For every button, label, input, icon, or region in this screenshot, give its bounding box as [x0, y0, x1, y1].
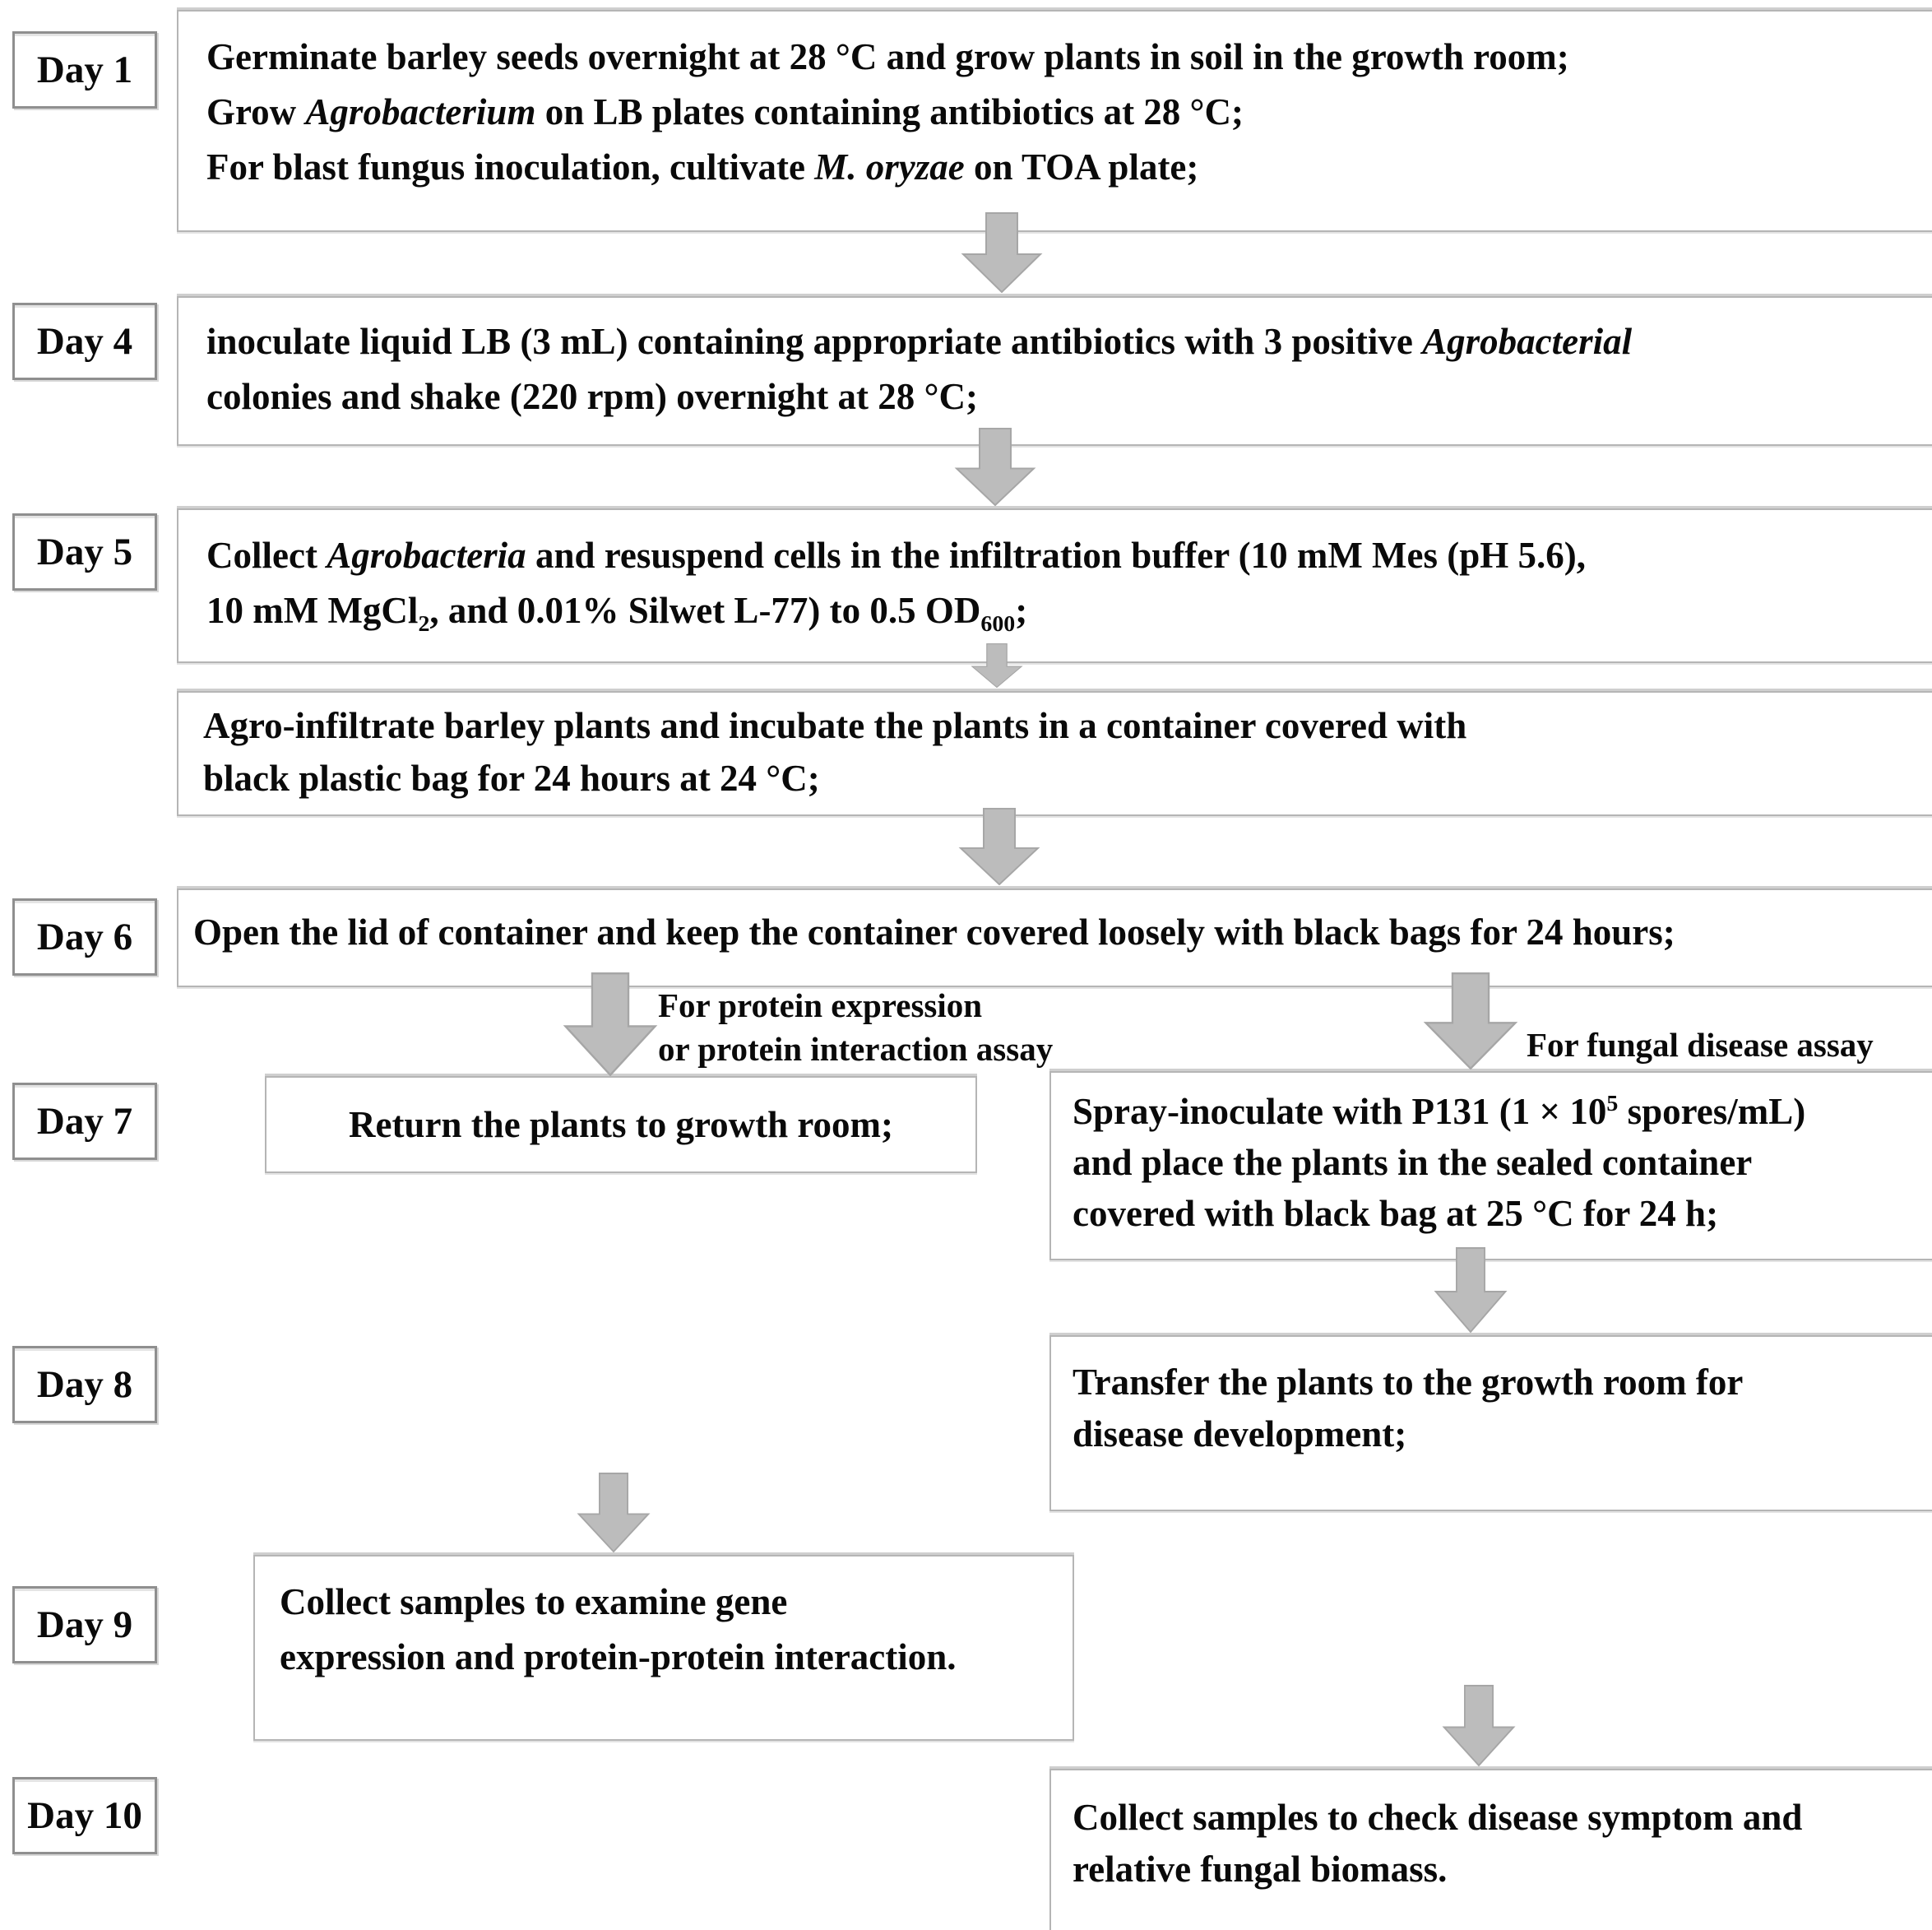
step-box-collect-gene-samples: Collect samples to examine gene expressi…: [253, 1555, 1074, 1741]
down-arrow-day6-to-fungal-branch-icon: [1423, 972, 1518, 1069]
day-label-day10: Day 10: [12, 1777, 157, 1854]
day-label-day8: Day 8: [12, 1346, 157, 1423]
step-text-line: inoculate liquid LB (3 mL) containing ap…: [206, 321, 1633, 362]
step-box-spray-inoculate: Spray-inoculate with P131 (1 × 105 spore…: [1049, 1071, 1932, 1260]
step-text-line: Agro-infiltrate barley plants and incuba…: [203, 705, 1467, 746]
day-label-day9: Day 9: [12, 1586, 157, 1663]
day-label-text: Day 10: [27, 1794, 142, 1837]
day-label-text: Day 4: [36, 320, 133, 363]
step-text-line: expression and protein-protein interacti…: [280, 1636, 957, 1677]
step-box-germinate: Germinate barley seeds overnight at 28 °…: [177, 10, 1932, 232]
day-label-text: Day 8: [36, 1363, 133, 1406]
step-text-line: Open the lid of container and keep the c…: [193, 912, 1675, 953]
step-text-line: Germinate barley seeds overnight at 28 °…: [206, 36, 1569, 77]
step-box-transfer-plants: Transfer the plants to the growth room f…: [1049, 1335, 1932, 1511]
step-text-line: and place the plants in the sealed conta…: [1073, 1142, 1753, 1183]
day-label-day6: Day 6: [12, 898, 157, 976]
day-label-day4: Day 4: [12, 303, 157, 380]
day-label-day5: Day 5: [12, 513, 157, 591]
day-label-day7: Day 7: [12, 1083, 157, 1160]
step-text-line: Collect samples to check disease symptom…: [1073, 1797, 1803, 1838]
step-text-line: covered with black bag at 25 °C for 24 h…: [1073, 1193, 1719, 1234]
branch-label-protein: For protein expression or protein intera…: [658, 984, 1053, 1071]
step-box-collect-disease-samples: Collect samples to check disease symptom…: [1049, 1769, 1932, 1930]
down-arrow-to-day9-icon: [577, 1473, 651, 1552]
day-label-text: Day 1: [36, 49, 133, 91]
step-box-open-lid: Open the lid of container and keep the c…: [177, 888, 1932, 987]
branch-label-fungal: For fungal disease assay: [1527, 1023, 1874, 1067]
day-label-text: Day 9: [36, 1603, 133, 1646]
step-box-agro-infiltrate: Agro-infiltrate barley plants and incuba…: [177, 691, 1932, 816]
step-text-line: colonies and shake (220 rpm) overnight a…: [206, 376, 978, 417]
branch-label-line: For fungal disease assay: [1527, 1026, 1874, 1064]
down-arrow-day4-to-day5-icon: [954, 428, 1036, 506]
down-arrow-spray-to-transfer-icon: [1434, 1247, 1508, 1333]
day-label-text: Day 6: [36, 916, 133, 958]
down-arrow-day5-to-infiltrate-icon: [971, 643, 1023, 688]
step-text-line: Transfer the plants to the growth room f…: [1073, 1362, 1744, 1403]
day-label-text: Day 7: [36, 1100, 133, 1143]
step-text-line: disease development;: [1073, 1413, 1407, 1454]
step-text-line: Collect samples to examine gene: [280, 1581, 788, 1622]
step-text-line: black plastic bag for 24 hours at 24 °C;: [203, 758, 820, 799]
step-text-line: Spray-inoculate with P131 (1 × 105 spore…: [1073, 1091, 1806, 1132]
day-label-text: Day 5: [36, 531, 133, 573]
step-box-collect-agrobacteria: Collect Agrobacteria and resuspend cells…: [177, 508, 1932, 663]
step-text-line: relative fungal biomass.: [1073, 1849, 1448, 1890]
step-box-return-plants: Return the plants to growth room;: [265, 1076, 977, 1173]
step-text-line: 10 mM MgCl2, and 0.01% Silwet L-77) to 0…: [206, 590, 1028, 637]
step-text-line: Grow Agrobacterium on LB plates containi…: [206, 91, 1244, 132]
down-arrow-day6-to-protein-branch-icon: [563, 972, 658, 1076]
step-text-line: Collect Agrobacteria and resuspend cells…: [206, 535, 1587, 576]
down-arrow-day1-to-day4-icon: [961, 212, 1043, 293]
step-text-line: For blast fungus inoculation, cultivate …: [206, 146, 1199, 188]
branch-label-line: or protein interaction assay: [658, 1030, 1054, 1068]
step-box-inoculate: inoculate liquid LB (3 mL) containing ap…: [177, 296, 1932, 446]
down-arrow-infiltrate-to-day6-icon: [958, 808, 1040, 885]
branch-label-line: For protein expression: [658, 986, 983, 1024]
step-text-line: Return the plants to growth room;: [348, 1103, 894, 1145]
down-arrow-to-day10-icon: [1442, 1685, 1516, 1766]
day-label-day1: Day 1: [12, 31, 157, 109]
